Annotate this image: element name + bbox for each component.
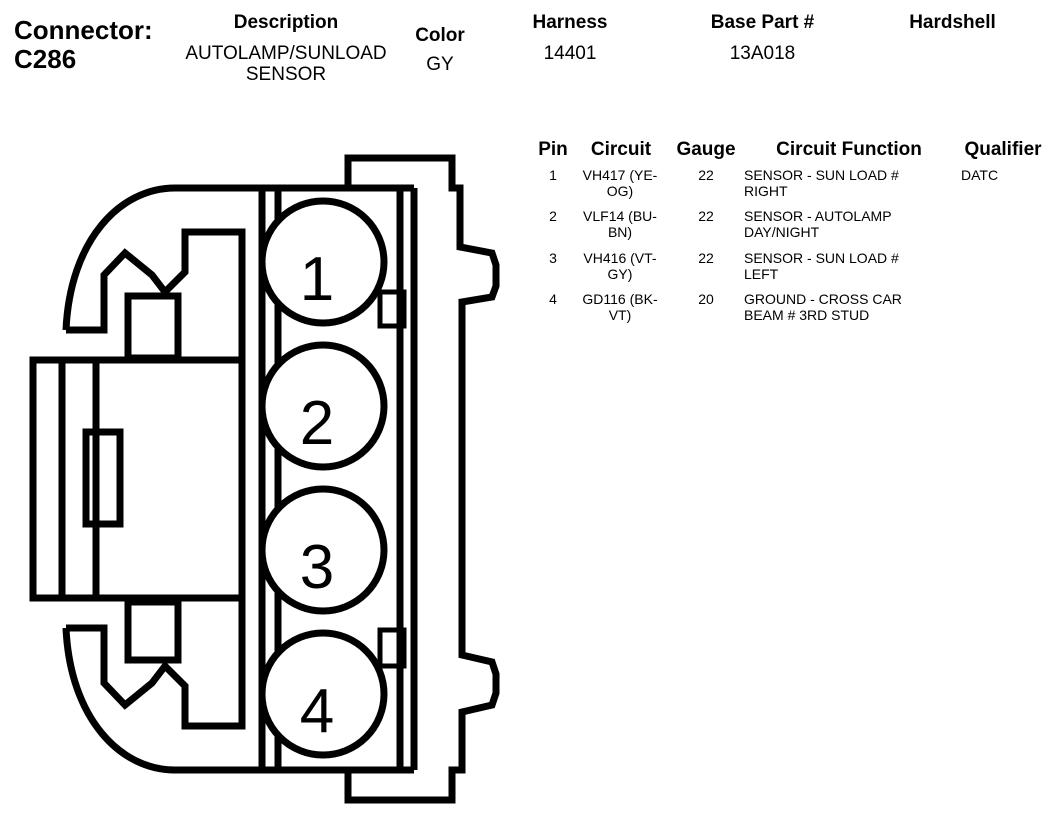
- base-part-value: 13A018: [729, 43, 796, 64]
- row-circuit: GD116 (BK- VT): [572, 291, 668, 323]
- description-label: Description: [233, 12, 339, 33]
- upper-hook: [66, 228, 246, 360]
- pin-circle-3: [258, 485, 388, 615]
- row-function: GROUND - CROSS CAR BEAM # 3RD STUD: [744, 291, 944, 323]
- pin-number-3: 3: [300, 533, 334, 602]
- row-circuit-line-1: VLF14 (BU-: [583, 208, 657, 224]
- connector-label-text: Connector:: [14, 15, 153, 45]
- row-gauge: 22: [698, 208, 714, 224]
- row-function: SENSOR - AUTOLAMP DAY/NIGHT: [744, 208, 944, 240]
- table-row: 4 GD116 (BK- VT) 20 GROUND - CROSS CAR B…: [0, 291, 1056, 331]
- row-qualifier: DATC: [961, 167, 999, 183]
- row-function-line-2: LEFT: [744, 266, 779, 282]
- row-function-line-1: SENSOR - AUTOLAMP: [744, 208, 892, 224]
- table-row: 1 VH417 (YE- OG) 22 SENSOR - SUN LOAD # …: [0, 167, 1056, 207]
- connector-label: Connector: C286: [14, 16, 153, 74]
- row-function-line-1: SENSOR - SUN LOAD #: [744, 250, 899, 266]
- hardshell-label: Hardshell: [909, 12, 996, 33]
- row-circuit-line-2: VT): [608, 307, 632, 323]
- pin-circle-1: [258, 197, 388, 327]
- left-housing-arc-lower: [62, 627, 262, 774]
- row-pin: 2: [549, 208, 557, 224]
- row-gauge: 22: [698, 250, 714, 266]
- center-slot: [82, 428, 124, 528]
- description-value: AUTOLAMP/SUNLOAD SENSOR: [166, 43, 406, 85]
- table-row: 3 VH416 (VT- GY) 22 SENSOR - SUN LOAD # …: [0, 250, 1056, 290]
- description-line-1: AUTOLAMP/SUNLOAD: [185, 43, 387, 64]
- lower-post: [124, 598, 182, 664]
- row-function-line-1: GROUND - CROSS CAR: [744, 291, 902, 307]
- description-line-2: SENSOR: [245, 64, 327, 85]
- row-function-line-1: SENSOR - SUN LOAD #: [744, 167, 899, 183]
- harness-label: Harness: [532, 12, 608, 33]
- main-block: [29, 356, 246, 602]
- row-gauge: 22: [698, 167, 714, 183]
- row-function-line-2: BEAM # 3RD STUD: [744, 307, 870, 323]
- row-circuit-line-1: VH417 (YE-: [582, 167, 658, 183]
- row-circuit-line-2: GY): [607, 266, 633, 282]
- col-function-header: Circuit Function: [776, 139, 922, 160]
- row-pin: 1: [549, 167, 557, 183]
- left-housing-arc: [62, 184, 262, 331]
- col-pin-header: Pin: [538, 139, 568, 160]
- pin-number-4: 4: [300, 677, 334, 746]
- pin-number-2: 2: [300, 389, 334, 458]
- color-value: GY: [426, 54, 454, 75]
- upper-post: [124, 292, 182, 362]
- latch-box-lower: [377, 627, 407, 669]
- row-circuit-line-1: VH416 (VT-: [583, 250, 657, 266]
- row-pin: 3: [549, 250, 557, 266]
- table-row: 2 VLF14 (BU- BN) 22 SENSOR - AUTOLAMP DA…: [0, 208, 1056, 248]
- row-function: SENSOR - SUN LOAD # LEFT: [744, 250, 944, 282]
- row-circuit: VLF14 (BU- BN): [572, 208, 668, 240]
- row-function-line-2: RIGHT: [744, 183, 788, 199]
- harness-value: 14401: [543, 43, 597, 64]
- pin-number-1: 1: [300, 245, 334, 314]
- row-pin: 4: [549, 291, 557, 307]
- row-function: SENSOR - SUN LOAD # RIGHT: [744, 167, 944, 199]
- base-part-label: Base Part #: [710, 12, 815, 33]
- lower-hook: [66, 600, 246, 730]
- row-circuit: VH417 (YE- OG): [572, 167, 668, 199]
- col-gauge-header: Gauge: [676, 139, 736, 160]
- connector-id: C286: [14, 44, 77, 74]
- col-qualifier-header: Qualifier: [964, 139, 1042, 160]
- row-function-line-2: DAY/NIGHT: [744, 224, 820, 240]
- latch-box-upper: [377, 289, 407, 329]
- col-circuit-header: Circuit: [590, 139, 652, 160]
- color-label: Color: [415, 25, 465, 46]
- row-circuit-line-2: OG): [606, 183, 634, 199]
- pin-circle-2: [258, 341, 388, 471]
- row-circuit-line-1: GD116 (BK-: [582, 291, 658, 307]
- row-circuit: VH416 (VT- GY): [572, 250, 668, 282]
- row-gauge: 20: [698, 291, 714, 307]
- pin-circle-4: [258, 629, 388, 759]
- row-circuit-line-2: BN): [607, 224, 633, 240]
